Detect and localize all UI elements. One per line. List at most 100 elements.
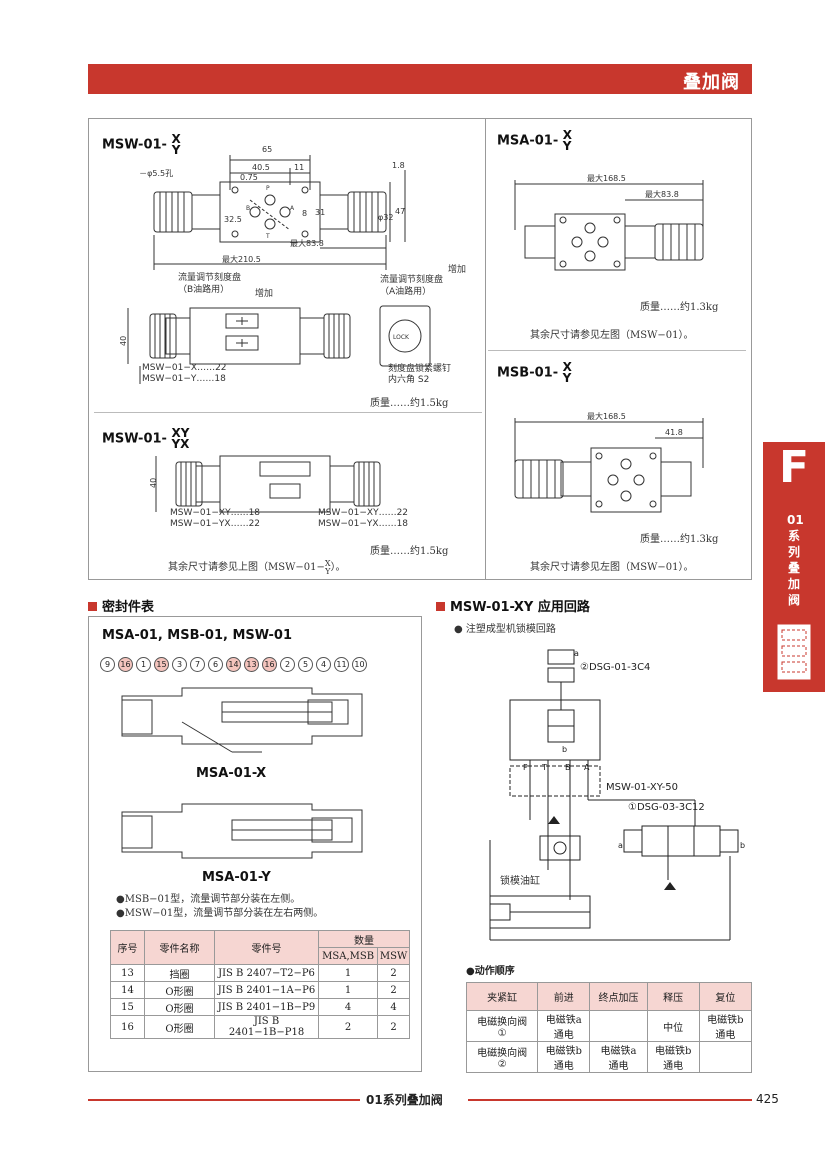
cell-name: O形圈	[144, 1015, 215, 1039]
callout-number: 7	[190, 657, 205, 672]
seq-cell-c1: 电磁铁b 通电	[537, 1041, 591, 1073]
model-sub: Y	[171, 143, 181, 157]
size-yx-left: MSW−01−YX……22	[170, 519, 261, 529]
callout-number: 14	[226, 657, 241, 672]
model-base: MSW-01-	[102, 431, 167, 447]
b-adjust-label: 流量调节刻度盘 （B油路用）	[178, 272, 241, 296]
cell-name: O形圈	[144, 981, 215, 999]
dim-47: 47	[395, 207, 405, 216]
seq-header: 释压	[646, 982, 700, 1011]
msa-y-section	[121, 803, 363, 859]
cell-no: 14	[110, 981, 145, 999]
side-tab-icon	[776, 623, 812, 681]
svg-text:A: A	[290, 205, 295, 212]
dim-0-75: 0.75	[240, 173, 258, 182]
cell-q2: 2	[377, 1015, 410, 1039]
frame-divider-left	[94, 412, 482, 413]
dim-1-8: 1.8	[392, 161, 405, 170]
seq-cell-c2: 电磁铁a 通电	[589, 1041, 648, 1073]
label-a-top: a	[574, 649, 579, 658]
drawings-frame	[88, 118, 752, 580]
note-sub: Y	[325, 566, 331, 576]
hex-text: 内六角 S2	[388, 375, 430, 385]
fig-msa-x: MSA-01-X	[196, 766, 267, 781]
msw-xy-sizes: MSW−01−X……22 MSW−01−Y……18	[142, 363, 227, 385]
msa-view: 最大168.5 最大83.8	[514, 173, 704, 271]
seq-cell-c1: 电磁铁a 通电	[537, 1010, 591, 1042]
port-p: P	[523, 763, 528, 772]
cell-name: 挡圈	[144, 964, 215, 982]
callout-number: 13	[244, 657, 259, 672]
th-no: 序号	[110, 930, 145, 965]
msa-model: MSA-01- X Y	[497, 129, 572, 153]
seals-note-2: ●MSW−01型，流量调节部分装在左右两侧。	[116, 908, 324, 919]
cell-q2: 2	[377, 964, 410, 982]
callout-number: 4	[316, 657, 331, 672]
label-a-v1: a	[618, 841, 623, 850]
lock-screw-text: 刻度盘锁紧螺钉	[388, 364, 452, 374]
cell-no: 16	[110, 1015, 145, 1039]
th-qty-msa-msb: MSA,MSB	[317, 947, 379, 965]
callout-number: 9	[100, 657, 115, 672]
section-marker	[88, 602, 97, 611]
msw-xy-model: MSW-01- X Y	[102, 133, 181, 157]
seq-header: 复位	[698, 982, 753, 1011]
msa-dim-max-168-5: 最大168.5	[587, 173, 626, 183]
dim-max-83-8: 最大83.8	[290, 238, 324, 248]
th-qty: 数量	[318, 930, 410, 948]
seq-header: 终点加压	[589, 982, 648, 1011]
model-base: MSA-01-	[497, 133, 559, 149]
seals-models: MSA-01, MSB-01, MSW-01	[102, 628, 293, 643]
msw-xyyx-mass: 质量……约1.5kg	[370, 546, 449, 557]
msw-xy-mass: 质量……约1.5kg	[370, 398, 449, 409]
msw-xyyx-view: 40	[149, 455, 381, 513]
callout-number: 5	[298, 657, 313, 672]
th-qty-msw: MSW	[377, 947, 410, 965]
a-adjust-label: 流量调节刻度盘 （A油路用）	[380, 274, 443, 298]
dim-31: 31	[315, 208, 325, 217]
side-tab: F 01系列叠加阀	[763, 442, 825, 692]
frame-divider-v	[485, 118, 486, 580]
seq-cell-c2	[589, 1010, 648, 1042]
size-xy-left: MSW−01−XY……18	[170, 508, 261, 518]
port-b: B	[565, 763, 571, 772]
callout-number: 15	[154, 657, 169, 672]
seq-header: 夹紧缸	[465, 982, 539, 1011]
cell-q2: 2	[377, 981, 410, 999]
cell-q1: 1	[317, 964, 379, 982]
model-sub: Y	[562, 139, 572, 153]
dim-phi32: φ32	[378, 213, 393, 222]
dim-max-210-5: 最大210.5	[222, 254, 261, 264]
size-x: MSW−01−X……22	[142, 363, 227, 373]
section-marker	[436, 602, 445, 611]
lock-label: LOCK	[393, 334, 410, 341]
msb-dim-max-168-5: 最大168.5	[587, 411, 626, 421]
seq-header: 前进	[537, 982, 591, 1011]
a-adjust-text: 流量调节刻度盘	[380, 275, 444, 285]
dim-40-xyyx: 40	[149, 478, 158, 488]
model-sub: Y	[562, 371, 572, 385]
cell-no: 15	[110, 998, 145, 1016]
dim-40-5: 40.5	[252, 163, 270, 172]
port-a: A	[584, 763, 590, 772]
callout-number: 3	[172, 657, 187, 672]
seq-cell-c4	[698, 1041, 753, 1073]
callout-number: 2	[280, 657, 295, 672]
model-sub: YX	[171, 437, 190, 451]
dim-32-5: 32.5	[224, 215, 242, 224]
b-line-text: （B油路用）	[178, 285, 230, 295]
seals-frame	[88, 616, 422, 1072]
valve1-label: ①DSG-03-3C12	[628, 802, 705, 813]
msa-x-section	[121, 687, 363, 753]
callout-number: 16	[118, 657, 133, 672]
dim-11: 11	[294, 163, 304, 172]
increase-label-1: 增加	[255, 289, 274, 299]
cell-part: JIS B 2401−1B−P18	[214, 1015, 319, 1039]
label-b-v1: b	[740, 841, 745, 850]
